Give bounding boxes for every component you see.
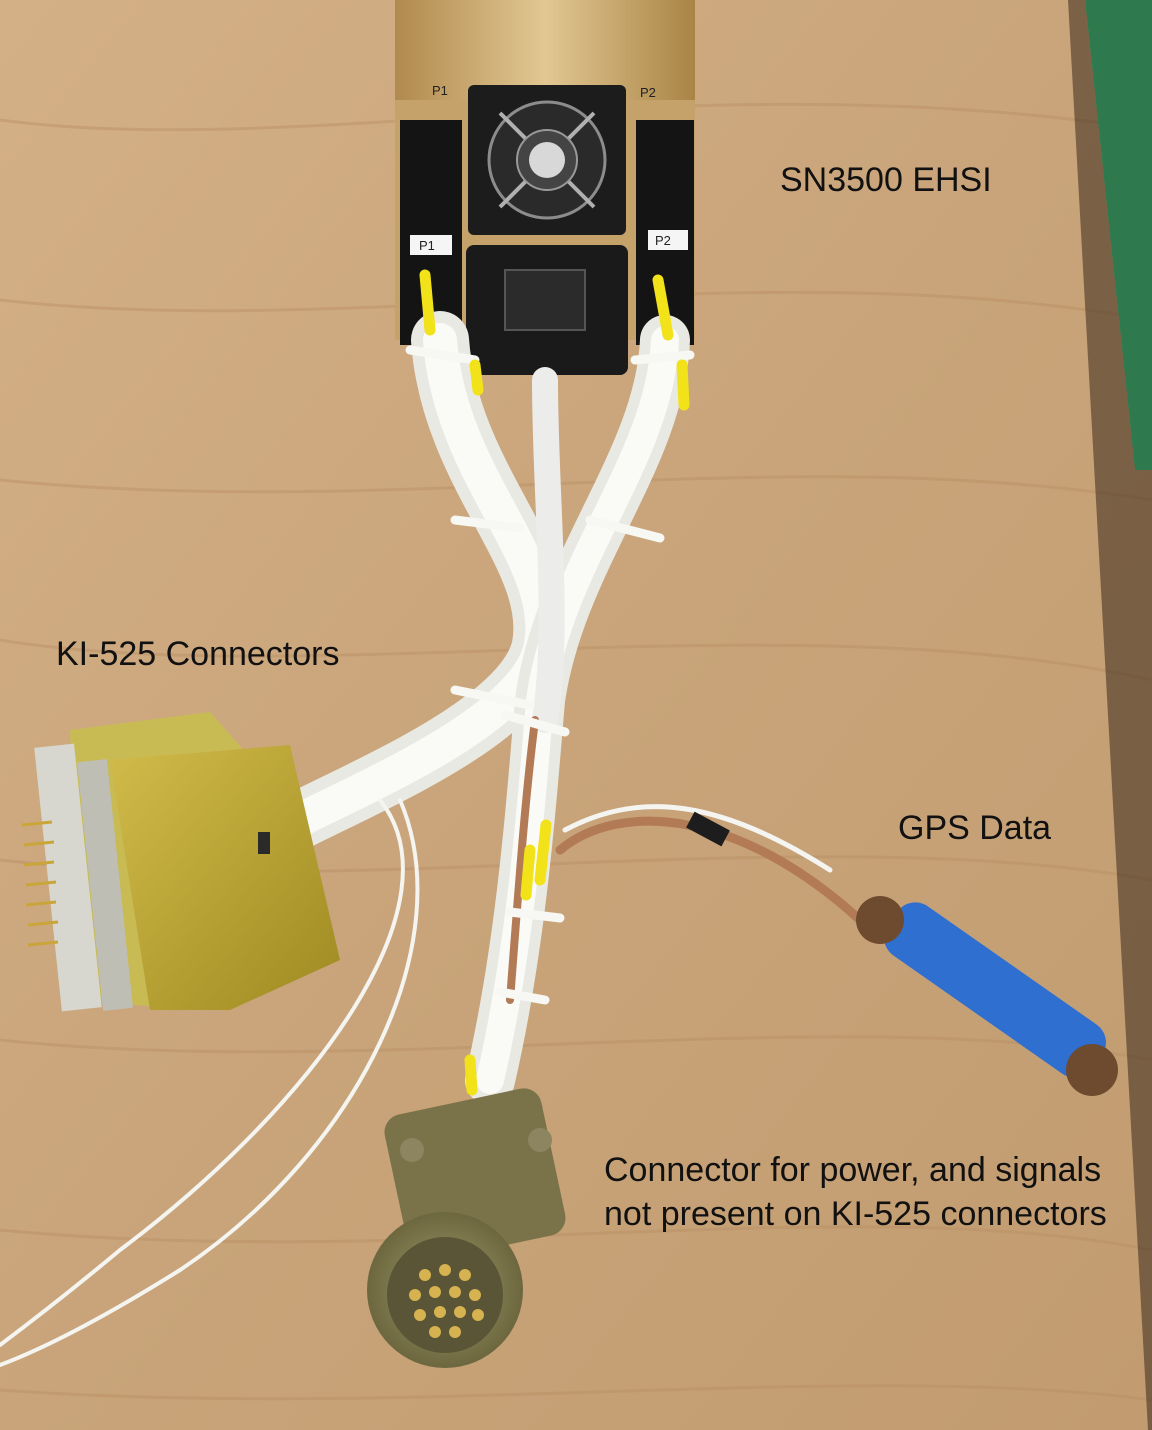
- desk-edge: [1068, 0, 1152, 1430]
- callout-gps-data: GPS Data: [898, 809, 1052, 847]
- ki525-connector: [21, 712, 340, 1012]
- p2-tag-label: P2: [655, 233, 671, 248]
- gps-heatshrink: [686, 811, 730, 847]
- fan-label: [529, 142, 565, 178]
- circular-connector-pins: [409, 1264, 484, 1338]
- ki525-shell: [110, 745, 340, 1010]
- p1-tag-label: P1: [419, 238, 435, 253]
- gps-white-wire: [562, 804, 833, 873]
- callout-ehsi: SN3500 EHSI: [780, 161, 992, 199]
- callout-power-connector: Connector for power, and signals not pre…: [604, 1151, 1107, 1233]
- coax-cable: [506, 716, 539, 1004]
- gps-connector: [686, 811, 1118, 1096]
- gps-blue-handle: [884, 902, 1106, 1078]
- center-bundle: [532, 367, 565, 733]
- wire-harness: [0, 311, 865, 1367]
- loose-wire-1: [0, 798, 405, 1347]
- callout-ki525-connectors: KI-525 Connectors: [56, 635, 340, 673]
- loose-wire-2: [0, 798, 420, 1367]
- ki525-pins: [21, 820, 59, 947]
- ehsi-unit: P1 P2 P1 P2: [395, 0, 695, 375]
- cable-ties: [405, 345, 695, 1005]
- yellow-sleeves: [419, 269, 690, 1096]
- gps-brown-cap-bottom: [1066, 1044, 1118, 1096]
- green-wall: [1085, 0, 1152, 470]
- p2-top-label: P2: [640, 85, 656, 100]
- p1-top-label: P1: [432, 83, 448, 98]
- circular-power-connector: [367, 1088, 566, 1368]
- gps-brown-cap-top: [856, 896, 904, 944]
